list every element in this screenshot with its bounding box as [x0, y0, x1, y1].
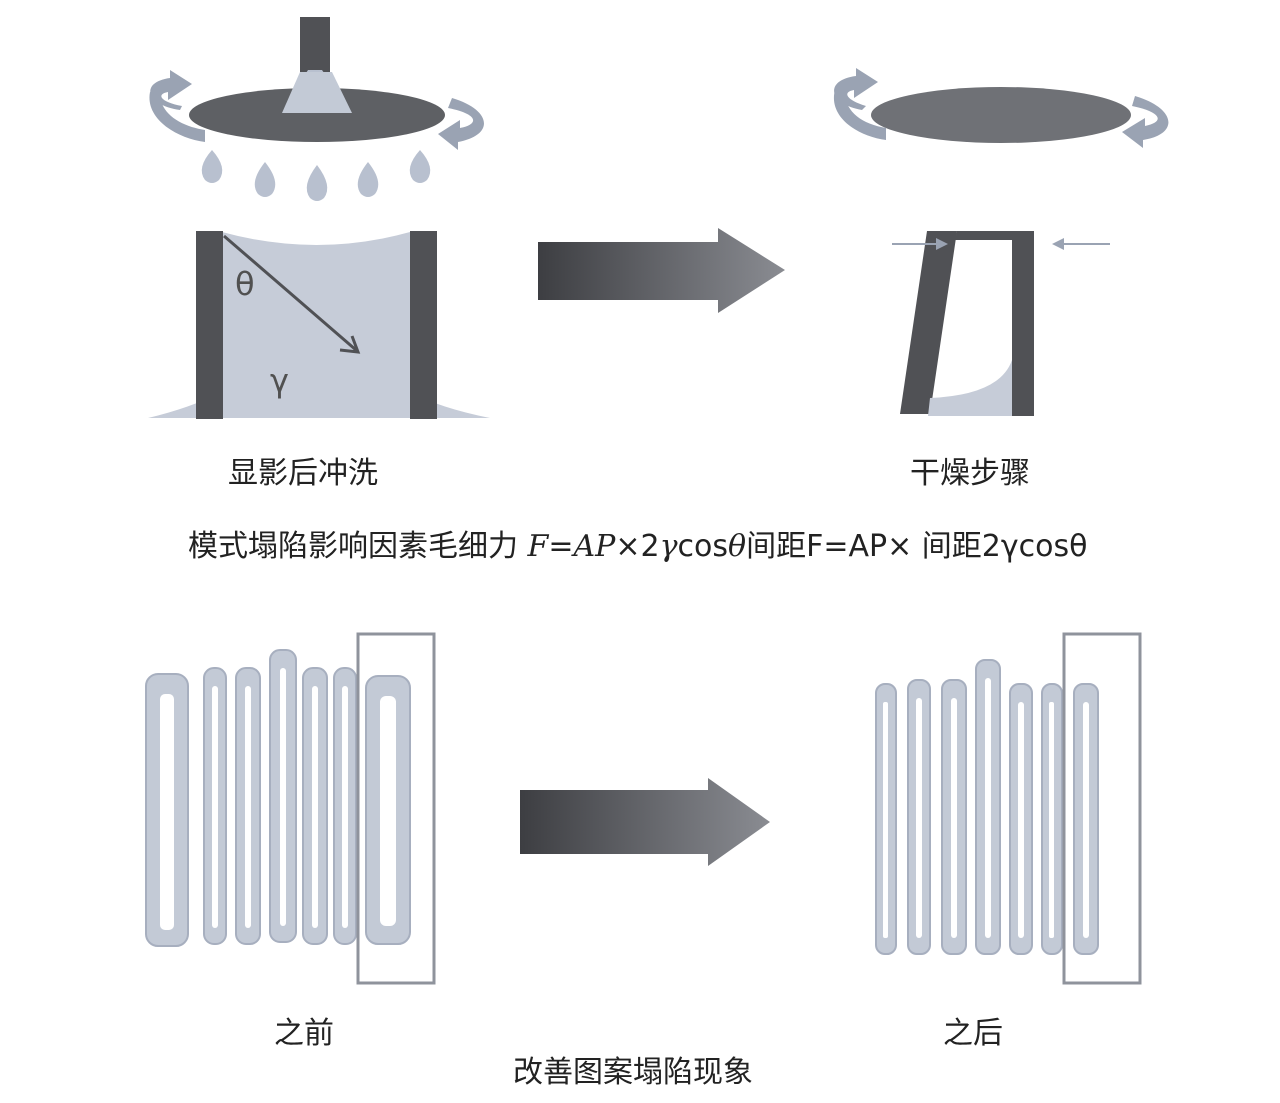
formula-spacing-1: 间距 — [746, 529, 807, 564]
after-pattern-inner — [883, 678, 1089, 938]
formula-equals: = — [548, 529, 574, 564]
formula-spacing-2: 间距 — [912, 529, 982, 564]
droplets — [201, 150, 431, 201]
pattern-gap — [245, 686, 251, 928]
process-arrow-icon — [520, 778, 770, 866]
droplet-icon — [357, 162, 379, 197]
droplet-icon — [201, 150, 223, 183]
formula-f: F — [527, 529, 549, 564]
pressure-arrowhead-left — [936, 238, 948, 250]
pattern-gap — [951, 698, 957, 938]
rotation-arrow-icon — [1122, 96, 1169, 148]
wafer-disk-left — [189, 88, 445, 142]
pattern-gap — [160, 694, 174, 930]
resist-wall-upright — [1012, 231, 1034, 416]
rotation-arrow-icon — [833, 90, 886, 140]
highlight-box-after — [1062, 632, 1142, 985]
pattern-gap — [1049, 702, 1054, 938]
pattern-gap — [883, 702, 888, 938]
droplet-icon — [254, 162, 276, 197]
formula-plain-1: F=AP× — [806, 529, 913, 564]
rotation-arrow-icon — [149, 92, 205, 142]
spray-cone — [282, 72, 352, 113]
caption-label: 改善图案塌陷现象 — [513, 1055, 753, 1090]
formula-prefix: 模式塌陷影响因素毛细力 — [188, 529, 528, 564]
residual-liquid — [928, 360, 1012, 416]
before-pattern — [145, 649, 411, 947]
formula-ap: AP — [573, 529, 616, 564]
droplet-icon — [409, 150, 431, 183]
pattern-gap — [342, 686, 348, 928]
pressure-arrowhead-right — [1052, 238, 1064, 250]
before-label: 之前 — [274, 1016, 334, 1051]
theta-symbol: θ — [235, 265, 255, 303]
droplet-icon — [306, 165, 328, 201]
process-arrow-icon — [538, 228, 785, 313]
formula-gamma: γ — [659, 529, 678, 564]
resist-wall-right — [410, 231, 437, 419]
contact-angle-arrow — [223, 234, 357, 352]
dry-step-label: 干燥步骤 — [910, 456, 1030, 491]
formula-times-two: ×2 — [615, 529, 660, 564]
capillary-force-formula: 模式塌陷影响因素毛细力 F=AP×2γcosθ间距F=AP× 间距2γcosθ — [188, 521, 1087, 565]
rinse-trench — [148, 231, 490, 419]
collapsed-resist-left — [900, 231, 957, 414]
formula-plain-2: 2γcosθ — [981, 529, 1088, 564]
resist-top-bridge — [955, 231, 1012, 240]
pattern-gap — [312, 686, 318, 928]
after-label: 之后 — [943, 1016, 1003, 1051]
pattern-gap — [1083, 702, 1089, 938]
rinse-liquid — [148, 232, 490, 418]
resist-wall-left — [196, 231, 223, 419]
spin-rinse-group — [149, 17, 484, 201]
drying-group — [833, 68, 1169, 416]
highlight-box-before — [356, 632, 436, 985]
rinse-step-label: 显影后冲洗 — [228, 456, 378, 491]
before-pattern-inner — [160, 668, 396, 930]
pattern-gap — [280, 668, 286, 926]
pattern-gap — [985, 678, 991, 938]
pattern-gap — [1018, 702, 1024, 938]
pattern-gap — [916, 698, 922, 938]
pattern-gap — [212, 686, 218, 928]
contact-angle-arrowhead — [339, 335, 361, 354]
formula-theta: θ — [728, 529, 747, 564]
rotation-arrow-icon — [438, 98, 484, 150]
formula-cos: cos — [677, 529, 729, 564]
wafer-disk-right — [871, 87, 1131, 143]
pattern-gap — [380, 696, 396, 926]
gamma-symbol: γ — [270, 362, 289, 400]
nozzle-stem — [300, 17, 330, 72]
